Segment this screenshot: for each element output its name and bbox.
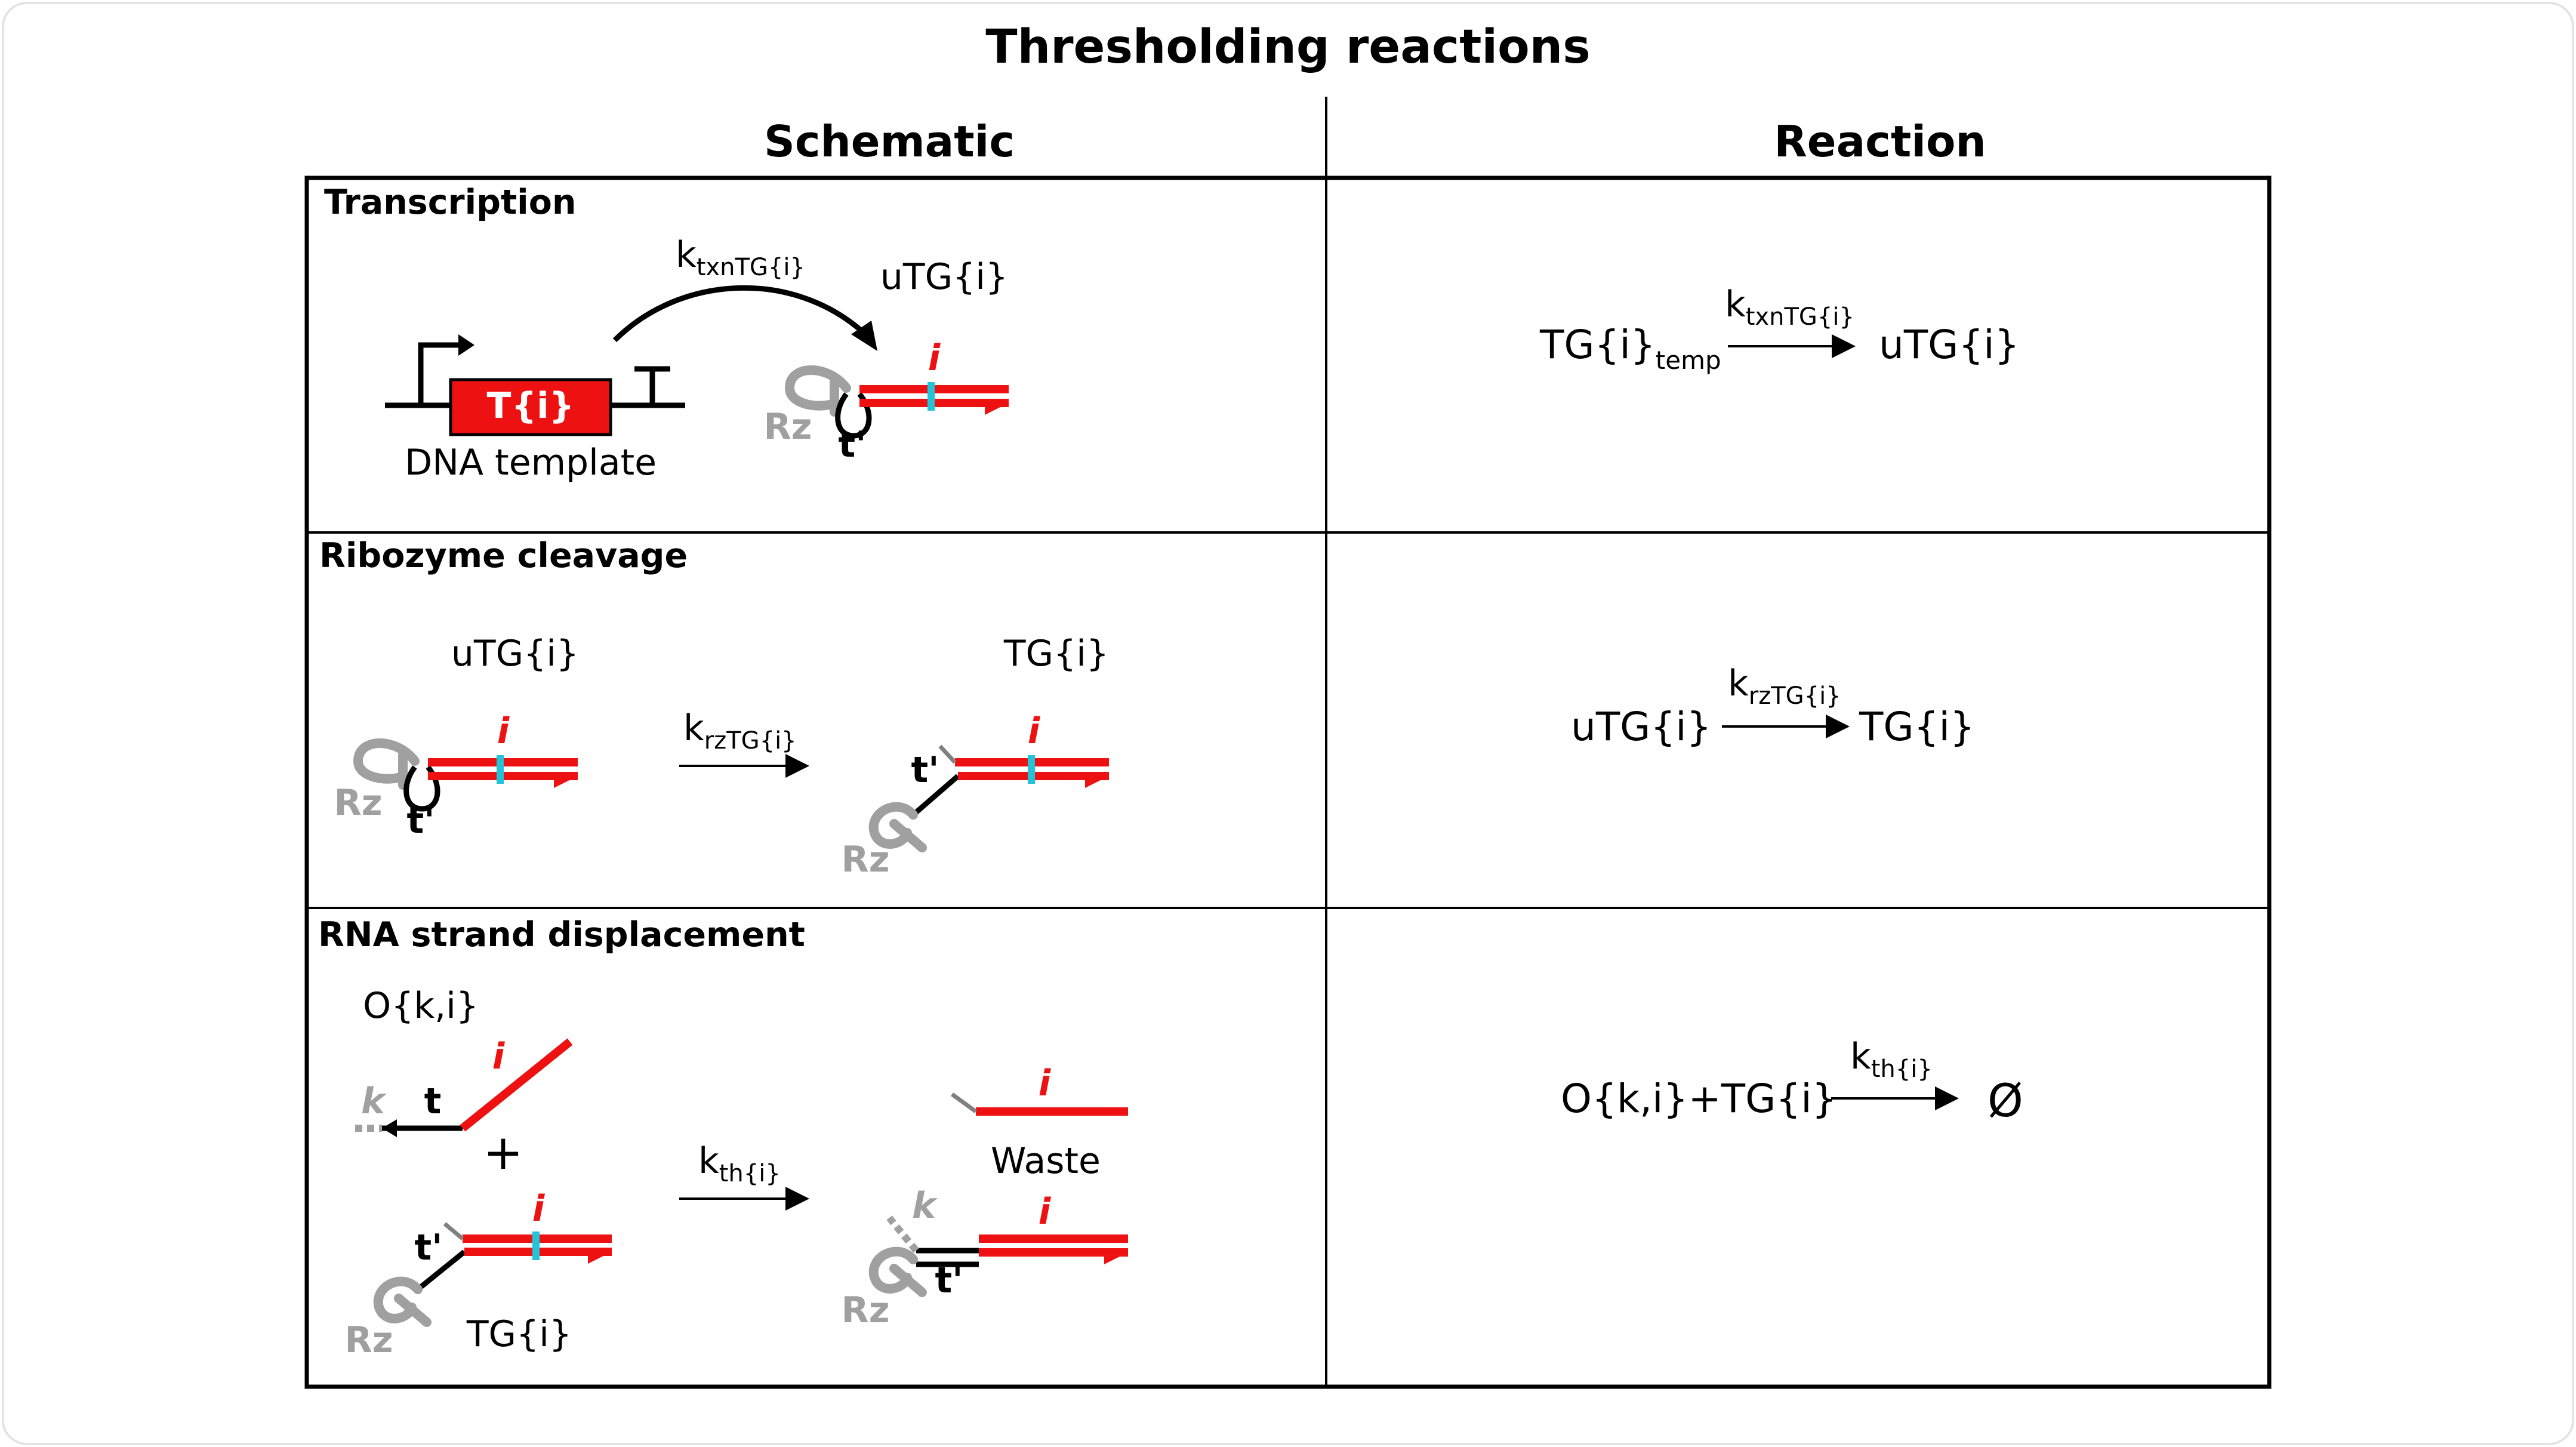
- transcription-reaction-rate: ktxnTG{i}: [1725, 284, 1854, 331]
- svg-text:Rz: Rz: [763, 406, 812, 448]
- svg-text:t': t': [406, 800, 435, 842]
- transcription-rate: ktxnTG{i}: [676, 234, 805, 281]
- svg-text:i: i: [1039, 1063, 1052, 1104]
- svg-text:t': t': [414, 1227, 442, 1269]
- terminator: [634, 366, 670, 405]
- promoter-arrow: [418, 342, 460, 405]
- transcription-reaction-lhs: TG{i}temp: [1539, 322, 1721, 375]
- transcription-reaction: TG{i}temp ktxnTG{i} uTG{i}: [1539, 284, 2020, 375]
- duplex-glyph: k i t' Rz: [841, 1185, 1128, 1331]
- tg-label: TG{i}: [466, 1313, 572, 1355]
- column-header-reaction: Reaction: [1774, 116, 1986, 167]
- svg-text:t': t': [911, 749, 939, 791]
- figure-title: Thresholding reactions: [985, 20, 1590, 74]
- displacement-reaction: O{k,i}+TG{i} kth{i} Ø: [1561, 1036, 2023, 1127]
- displacement-reaction-rhs: Ø: [1988, 1074, 2023, 1127]
- cleavage-reaction-rate: krzTG{i}: [1728, 663, 1841, 710]
- svg-text:i: i: [1028, 710, 1041, 752]
- tg-glyph-2: i t' Rz: [344, 1188, 612, 1361]
- transcription-product-label: uTG{i}: [880, 256, 1008, 298]
- svg-text:i: i: [1039, 1191, 1052, 1233]
- cleavage-schematic: uTG{i} TG{i} i Rz t' krzTG{i} i: [334, 633, 1109, 880]
- svg-text:k: k: [912, 1185, 938, 1227]
- displacement-schematic: O{k,i} i t k + i t' Rz TG{i}: [344, 985, 1128, 1361]
- row-label-transcription: Transcription: [324, 183, 576, 222]
- svg-text:t': t': [935, 1260, 963, 1301]
- svg-text:i: i: [497, 710, 510, 752]
- cleavage-reaction-lhs: uTG{i}: [1571, 704, 1712, 750]
- transcription-reaction-rhs: uTG{i}: [1879, 322, 2020, 368]
- displacement-reaction-lhs: O{k,i}+TG{i}: [1561, 1076, 1837, 1122]
- waste-glyph: i: [950, 1063, 1128, 1116]
- svg-text:t: t: [424, 1080, 442, 1122]
- row-label-ribozyme-cleavage: Ribozyme cleavage: [319, 536, 688, 575]
- operator-label: O{k,i}: [363, 985, 479, 1027]
- svg-text:Rz: Rz: [841, 839, 889, 880]
- svg-text:Rz: Rz: [344, 1319, 393, 1361]
- cleavage-reaction: uTG{i} krzTG{i} TG{i}: [1571, 663, 1975, 750]
- svg-text:i: i: [928, 337, 941, 379]
- cleavage-product-label: TG{i}: [1003, 633, 1109, 675]
- svg-text:Rz: Rz: [334, 782, 382, 824]
- displacement-reaction-rate: kth{i}: [1850, 1036, 1933, 1083]
- svg-text:Rz: Rz: [841, 1289, 889, 1331]
- utg-glyph-1: i Rz t': [763, 337, 1009, 466]
- operator-glyph: i t k: [355, 1036, 573, 1137]
- svg-text:k: k: [361, 1080, 387, 1122]
- svg-text:i: i: [532, 1188, 546, 1230]
- template-box: [449, 378, 612, 436]
- row-label-strand-displacement: RNA strand displacement: [318, 915, 805, 955]
- transcription-schematic: T{i} DNA template ktxnTG{i} uTG{i} i Rz …: [385, 234, 1009, 484]
- column-header-schematic: Schematic: [764, 116, 1015, 167]
- displacement-rate: kth{i}: [698, 1140, 781, 1187]
- cleavage-rate: krzTG{i}: [683, 707, 797, 755]
- transcription-arrow: [612, 285, 868, 343]
- plus-sign: +: [483, 1125, 523, 1180]
- utg-glyph-2: i Rz t': [334, 710, 578, 842]
- template-caption: DNA template: [405, 442, 657, 484]
- tg-glyph-1: i t' Rz: [841, 710, 1109, 880]
- table-grid: [304, 97, 2272, 1389]
- svg-text:i: i: [492, 1036, 506, 1077]
- template-box-label: T{i}: [487, 385, 575, 427]
- cleavage-reactant-label: uTG{i}: [451, 633, 579, 675]
- waste-label: Waste: [991, 1140, 1101, 1182]
- cleavage-reaction-rhs: TG{i}: [1859, 704, 1975, 750]
- svg-text:t': t': [838, 424, 866, 466]
